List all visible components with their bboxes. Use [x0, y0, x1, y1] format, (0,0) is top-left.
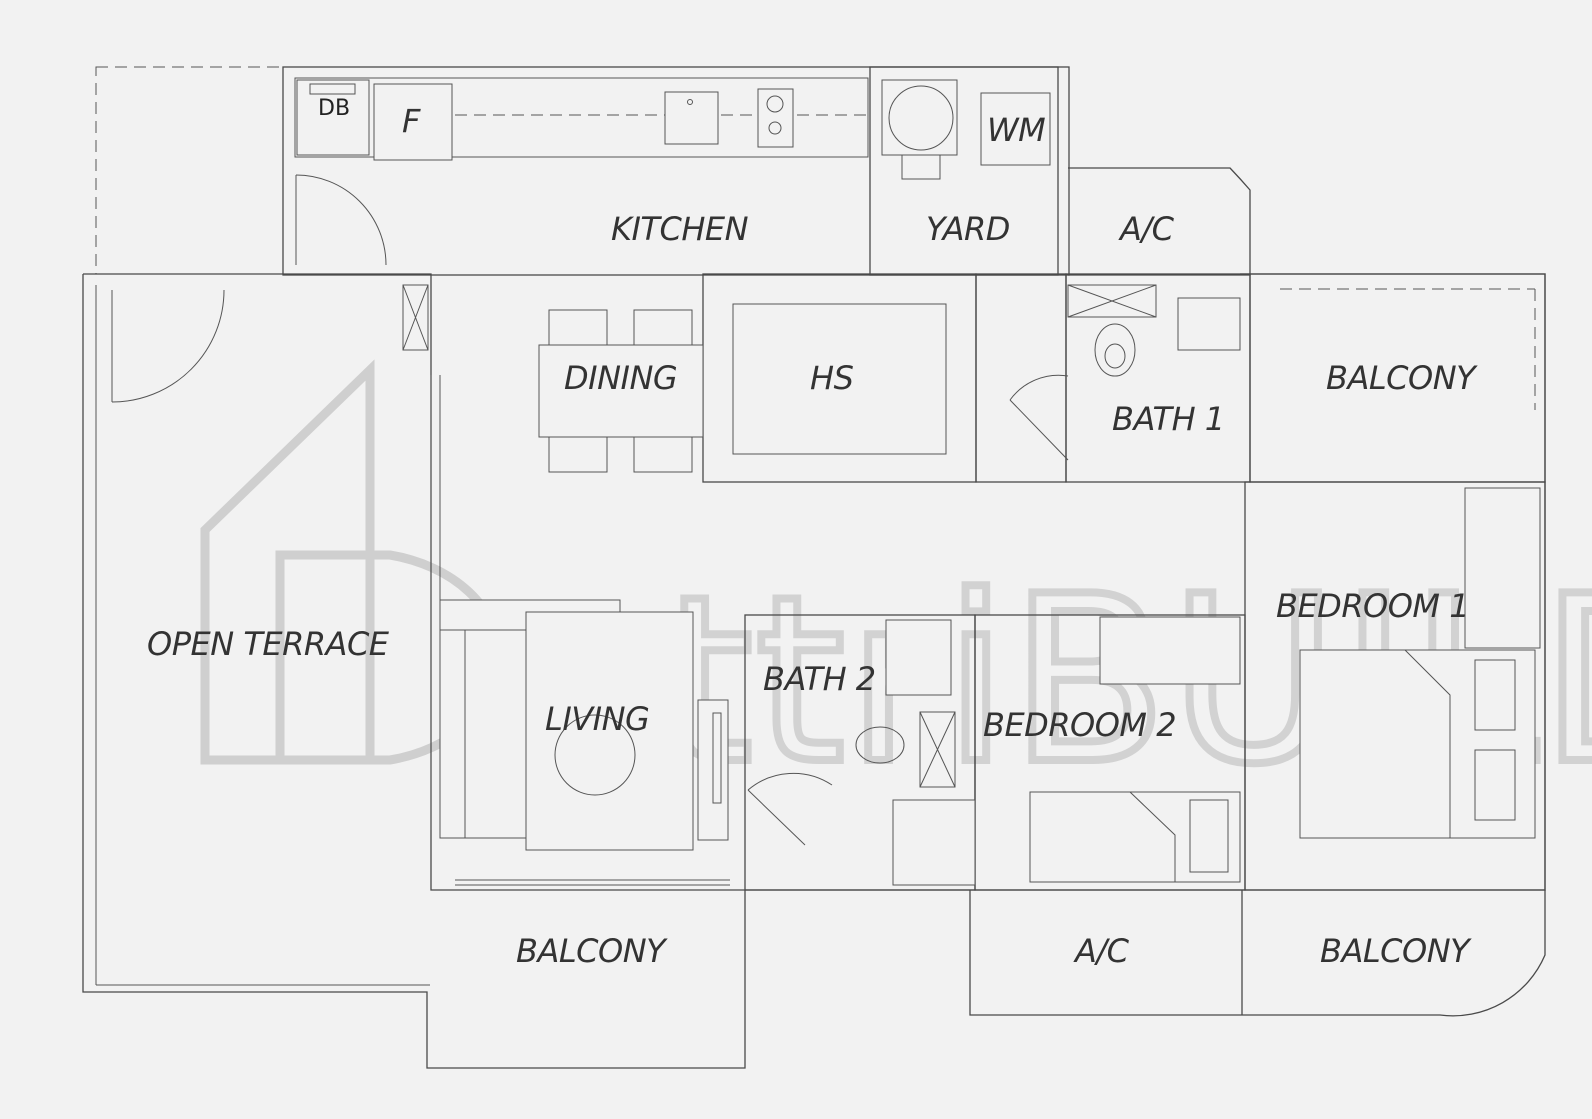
room-label-open-terrace: OPEN TERRACE — [147, 625, 390, 663]
sink-icon — [664, 91, 719, 145]
yard-wall — [869, 66, 1059, 276]
room-label-yard: YARD — [926, 210, 1010, 248]
fridge-label: F — [402, 102, 421, 140]
bedroom2-pillow — [1189, 799, 1229, 873]
bedroom1-pillow-2 — [1474, 749, 1516, 821]
kitchen-counter — [294, 77, 869, 158]
bath1-toilet-bowl — [1104, 343, 1126, 369]
bath2-door-swing — [747, 772, 833, 791]
room-label-bedroom1: BEDROOM 1 — [1276, 587, 1469, 625]
dining-chair-4 — [633, 436, 693, 473]
corridor-wall — [975, 273, 1067, 483]
bath1-door-swing — [1009, 374, 1069, 401]
bath2-door-leaf — [747, 789, 806, 846]
walls — [82, 66, 1546, 1069]
washer-icon — [980, 92, 1051, 166]
db-label: DB — [318, 96, 350, 121]
bedroom1-wardrobe-icon — [1464, 487, 1541, 649]
bedroom2-desk-icon — [892, 799, 976, 886]
bath2-toilet-icon — [855, 726, 905, 764]
bedroom1-pillow-1 — [1474, 659, 1516, 731]
furniture — [296, 79, 1541, 886]
bath1-toilet-icon — [1094, 323, 1136, 377]
room-label-hs: HS — [810, 359, 854, 397]
terrace-canopy-outline — [95, 66, 284, 275]
bedroom1-bed-sheet — [1404, 649, 1451, 838]
watermark-house-icon — [200, 359, 375, 765]
ac-ledge-top — [1068, 167, 1251, 276]
room-label-kitchen: KITCHEN — [611, 210, 749, 248]
tv-icon — [712, 712, 722, 804]
coffee-table-icon — [554, 714, 636, 796]
room-label-bath1: BATH 1 — [1112, 400, 1225, 438]
kitchen-wall — [282, 66, 1070, 276]
room-label-dining: DINING — [564, 359, 677, 397]
room-label-balcony-bottom-right: BALCONY — [1320, 932, 1472, 970]
room-label-balcony-bottom-left: BALCONY — [516, 932, 668, 970]
washer-label: WM — [987, 111, 1045, 149]
bedroom2-wardrobe-icon — [1099, 616, 1241, 685]
kitchen-door-swing — [295, 174, 387, 266]
bedroom2-bed-sheet — [1129, 791, 1176, 882]
dining-chair-3 — [548, 436, 608, 473]
bedroom1-wall — [1244, 481, 1546, 891]
hs-inner — [732, 303, 947, 455]
room-label-ac-bottom: A/C — [1073, 932, 1130, 970]
tall-cabinet-x2 — [402, 284, 429, 351]
terrace-outline — [82, 274, 746, 1069]
dining-chair-2 — [633, 309, 693, 346]
dining-table — [538, 344, 704, 438]
room-label-bath2: BATH 2 — [763, 660, 876, 698]
hob-burner-1 — [766, 95, 784, 113]
room-label-ac-top: A/C — [1118, 210, 1175, 248]
shower-tray-x2 — [1067, 284, 1157, 318]
terrace-door-swing — [111, 289, 225, 403]
fridge-icon — [373, 83, 453, 161]
yard-tank — [881, 79, 958, 156]
doors — [111, 174, 1069, 846]
room-label-bedroom2: BEDROOM 2 — [983, 706, 1176, 744]
sofa-icon — [439, 599, 527, 839]
bath2-shower-x2 — [919, 711, 956, 788]
sink-drain — [687, 99, 693, 105]
bath1-door-leaf — [1009, 399, 1069, 461]
bath1-basin-icon — [1177, 297, 1241, 351]
room-label-living: LIVING — [545, 700, 649, 738]
hob-icon — [757, 88, 794, 148]
dining-chair-1 — [548, 309, 608, 346]
hob-burner-2 — [768, 121, 782, 135]
db-panel — [309, 83, 356, 95]
ac-ledge-bottom — [969, 890, 1546, 1017]
yard-tank-base — [901, 154, 941, 180]
bath2-basin-icon — [885, 619, 952, 696]
room-label-balcony-top: BALCONY — [1326, 359, 1478, 397]
yard-tank-circle — [888, 85, 954, 151]
